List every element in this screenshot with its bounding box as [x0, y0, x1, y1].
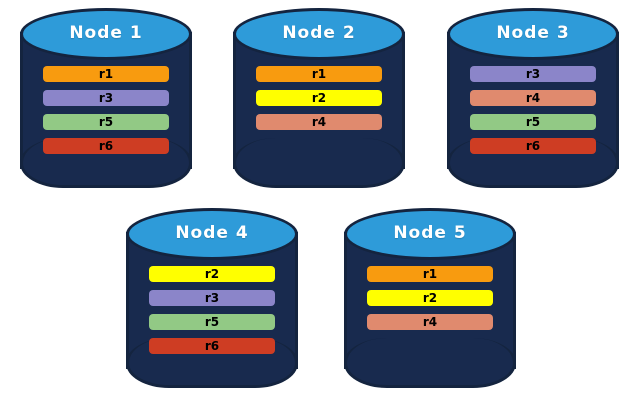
node-label: Node 4 — [175, 223, 249, 243]
database-node: Node 4 r2 r3 r5 r6 — [126, 208, 298, 393]
replica-bar: r1 — [256, 66, 382, 82]
cylinder-top — [20, 8, 192, 60]
replica-bar: r5 — [470, 114, 596, 130]
replica-bar: r4 — [256, 114, 382, 130]
replica-bar: r1 — [43, 66, 169, 82]
node-label: Node 2 — [282, 23, 356, 43]
cylinder-top — [126, 208, 298, 260]
replica-bar: r3 — [149, 290, 275, 306]
cylinder-top — [233, 8, 405, 60]
replica-bar: r6 — [470, 138, 596, 154]
replica-bar: r4 — [470, 90, 596, 106]
database-node: Node 3 r3 r4 r5 r6 — [447, 8, 619, 193]
cylinder-bottom — [344, 338, 516, 388]
replica-bar: r6 — [43, 138, 169, 154]
replica-bar: r4 — [367, 314, 493, 330]
replica-bar: r2 — [256, 90, 382, 106]
replica-stack: r1 r2 r4 — [256, 66, 382, 138]
replica-bar: r3 — [470, 66, 596, 82]
node-label: Node 5 — [393, 223, 467, 243]
replica-bar: r6 — [149, 338, 275, 354]
node-label: Node 1 — [69, 23, 143, 43]
replica-stack: r1 r2 r4 — [367, 266, 493, 338]
replica-stack: r2 r3 r5 r6 — [149, 266, 275, 362]
database-node: Node 1 r1 r3 r5 r6 — [20, 8, 192, 193]
replica-stack: r1 r3 r5 r6 — [43, 66, 169, 162]
replica-bar: r5 — [43, 114, 169, 130]
replica-bar: r5 — [149, 314, 275, 330]
replica-bar: r2 — [149, 266, 275, 282]
node-label: Node 3 — [496, 23, 570, 43]
replica-stack: r3 r4 r5 r6 — [470, 66, 596, 162]
database-node: Node 2 r1 r2 r4 — [233, 8, 405, 193]
database-node: Node 5 r1 r2 r4 — [344, 208, 516, 393]
cylinder-bottom — [233, 138, 405, 188]
replica-bar: r1 — [367, 266, 493, 282]
replica-bar: r3 — [43, 90, 169, 106]
cylinder-top — [344, 208, 516, 260]
cylinder-top — [447, 8, 619, 60]
replica-bar: r2 — [367, 290, 493, 306]
